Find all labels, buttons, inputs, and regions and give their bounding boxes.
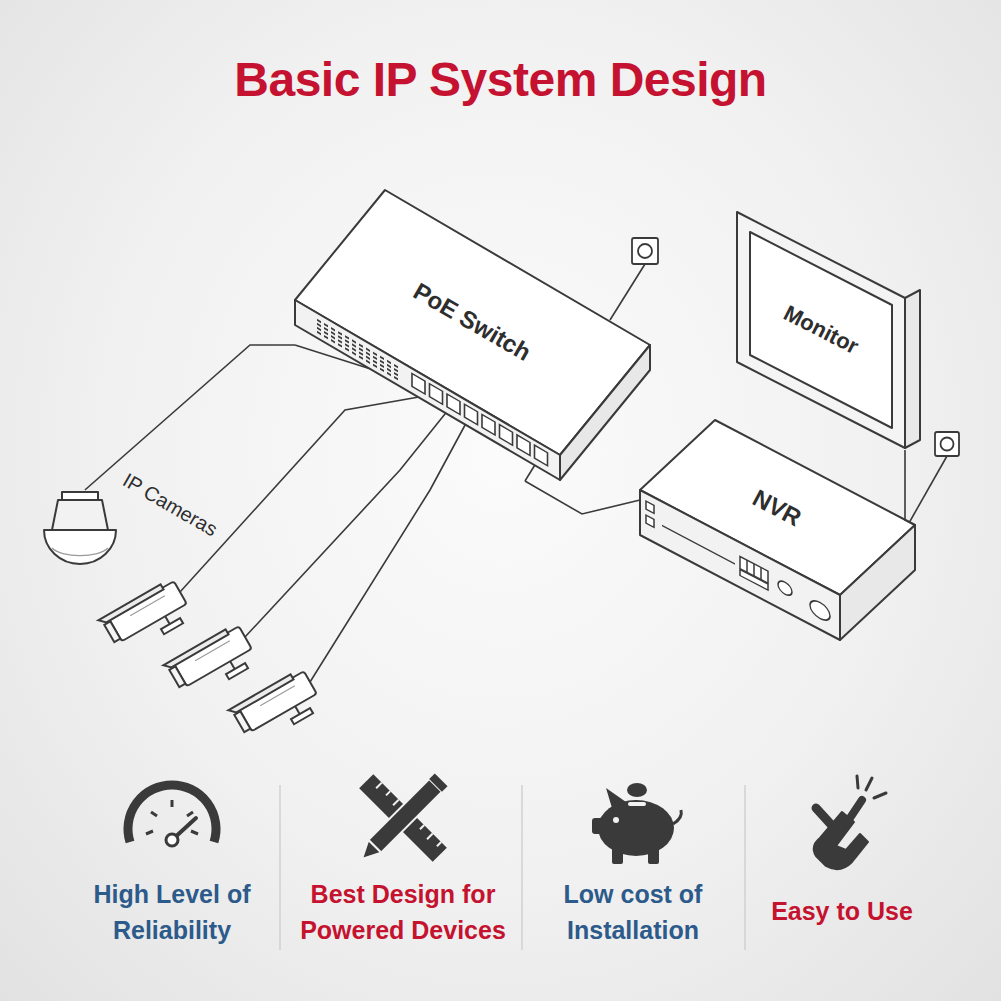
vent bbox=[331, 327, 335, 331]
vent bbox=[394, 376, 398, 380]
ethernet-port bbox=[482, 414, 495, 435]
vent bbox=[345, 335, 349, 339]
vent bbox=[394, 368, 398, 372]
vent bbox=[324, 323, 328, 327]
vent bbox=[345, 343, 349, 347]
feature-caption: Best Design for Powered Devices bbox=[288, 876, 518, 949]
vent bbox=[394, 372, 398, 376]
vent bbox=[366, 352, 370, 356]
vent bbox=[331, 331, 335, 335]
vent bbox=[387, 372, 391, 376]
vent bbox=[380, 356, 384, 360]
ethernet-port bbox=[517, 435, 530, 456]
vent bbox=[380, 360, 384, 364]
vent bbox=[387, 360, 391, 364]
device-label: Monitor bbox=[779, 300, 863, 360]
piggy-bank-icon bbox=[592, 783, 681, 864]
vent bbox=[338, 339, 342, 343]
ethernet-port bbox=[447, 394, 460, 415]
vent bbox=[317, 323, 321, 327]
ethernet-port bbox=[412, 373, 425, 394]
vent bbox=[345, 339, 349, 343]
vent bbox=[352, 347, 356, 351]
vent bbox=[380, 368, 384, 372]
vent bbox=[324, 335, 328, 339]
vent bbox=[380, 364, 384, 368]
feature-caption: High Level of Reliability bbox=[82, 876, 262, 949]
feature-caption: Easy to Use bbox=[742, 893, 942, 929]
vent bbox=[394, 364, 398, 368]
vent bbox=[359, 347, 363, 351]
gauge-icon bbox=[128, 785, 216, 846]
vent bbox=[338, 331, 342, 335]
device-node: Monitor bbox=[737, 205, 937, 450]
ethernet-port bbox=[535, 445, 548, 466]
device-node: NVR bbox=[640, 455, 915, 640]
vent bbox=[345, 347, 349, 351]
vent bbox=[366, 348, 370, 352]
vent bbox=[317, 319, 321, 323]
vent bbox=[366, 360, 370, 364]
ethernet-port bbox=[430, 384, 443, 405]
vent bbox=[324, 331, 328, 335]
network-cable bbox=[525, 481, 640, 514]
vent bbox=[352, 339, 356, 343]
network-cable bbox=[905, 450, 915, 525]
nvr-front-panel bbox=[646, 501, 830, 624]
title: Basic IP System Design bbox=[0, 52, 1001, 107]
vent bbox=[387, 364, 391, 368]
nvr-drawing bbox=[640, 420, 915, 640]
device-label: NVR bbox=[748, 484, 806, 533]
vent bbox=[317, 331, 321, 335]
vent bbox=[324, 327, 328, 331]
ethernet-port bbox=[500, 425, 513, 446]
vent bbox=[338, 335, 342, 339]
vent bbox=[387, 368, 391, 372]
vent bbox=[338, 343, 342, 347]
device-label: IP Cameras bbox=[119, 469, 222, 542]
snap-hand-icon bbox=[814, 776, 886, 869]
device-node: PoE Switch bbox=[295, 188, 652, 481]
ruler-pencil-icon bbox=[356, 773, 448, 865]
vent bbox=[373, 352, 377, 356]
network-cable bbox=[85, 345, 295, 490]
vent bbox=[359, 343, 363, 347]
vent bbox=[352, 351, 356, 355]
poe-switch-drawing bbox=[295, 190, 650, 480]
vent bbox=[331, 339, 335, 343]
device-node: IP Cameras bbox=[30, 490, 330, 720]
vent bbox=[359, 355, 363, 359]
vent bbox=[373, 360, 377, 364]
vent bbox=[359, 351, 363, 355]
ethernet-port bbox=[465, 404, 478, 425]
vent bbox=[317, 327, 321, 331]
feature-caption: Low cost of Installation bbox=[538, 876, 728, 949]
vent bbox=[373, 356, 377, 360]
monitor-drawing bbox=[737, 212, 920, 448]
dome-camera bbox=[44, 492, 116, 564]
vent bbox=[331, 335, 335, 339]
vent bbox=[352, 343, 356, 347]
divider bbox=[280, 785, 745, 950]
device-label: PoE Switch bbox=[408, 277, 535, 367]
vent bbox=[366, 356, 370, 360]
vent bbox=[373, 364, 377, 368]
